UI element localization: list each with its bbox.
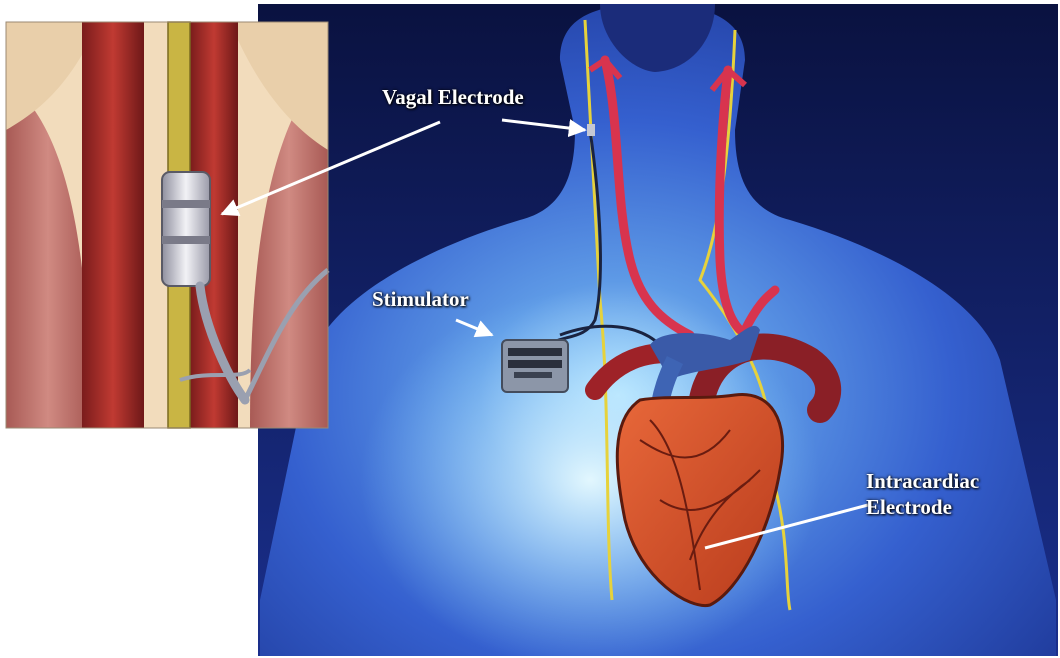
inset-panel [6,22,328,428]
intracardiac-label-line1: Intracardiac [866,468,979,494]
intracardiac-electrode-label: Intracardiac Electrode [866,468,979,521]
vagal-electrode-label: Vagal Electrode [382,84,524,110]
intracardiac-label-line2: Electrode [866,494,979,520]
stimulator-label: Stimulator [372,286,469,312]
stimulator-device [502,340,568,392]
vagal-electrode-cuff [587,124,595,136]
